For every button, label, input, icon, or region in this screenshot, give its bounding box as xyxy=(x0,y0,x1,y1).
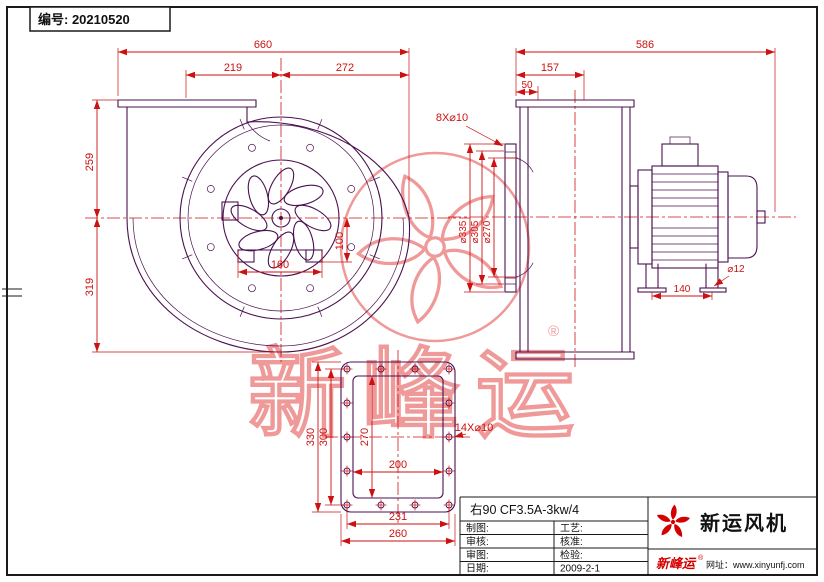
serial-box: 编号: 20210520 xyxy=(29,6,171,32)
field-checked: 审核: xyxy=(466,535,489,548)
dim-270-flange: 270 xyxy=(359,376,376,498)
flange-bolt-note-label: 14X⌀10 xyxy=(455,422,493,434)
hub-circle xyxy=(222,159,340,277)
shaft-center xyxy=(279,216,283,220)
dim-270-flange-label: 270 xyxy=(359,428,371,446)
front-view: 660 219 272 259 319 160 xyxy=(84,39,470,362)
dim-140-label: 140 xyxy=(674,284,691,295)
dim-200-label: 200 xyxy=(389,459,407,471)
dim-8x10: 8X⌀10 xyxy=(436,112,504,147)
serial-label: 编号: 20210520 xyxy=(38,12,130,27)
dim-160-label: 160 xyxy=(271,259,289,271)
dim-319-label: 319 xyxy=(84,278,96,296)
field-inspected: 检验: xyxy=(560,549,583,562)
company-brand: 新峰运 xyxy=(656,556,697,571)
field-reviewed: 审图: xyxy=(466,549,489,562)
side-view: 586 157 50 8X⌀10 ⌀335 ⌀305 xyxy=(436,39,796,368)
dim-d12-label: ⌀12 xyxy=(727,264,745,275)
field-process: 工艺: xyxy=(560,523,583,535)
volute-inner-line xyxy=(132,217,404,347)
rim-ticks xyxy=(182,119,380,317)
model-number: 右90 CF3.5A-3kw/4 xyxy=(470,502,579,517)
hub-key-tab xyxy=(221,201,239,221)
dim-d335-label: ⌀335 xyxy=(458,220,469,243)
sheet-frame xyxy=(2,6,818,576)
dim-d335: ⌀335 xyxy=(458,143,504,293)
dim-319: 319 xyxy=(84,218,281,353)
dim-14x10: 14X⌀10 xyxy=(453,422,493,438)
outlet-flange xyxy=(117,99,257,108)
motor-terminal-cap xyxy=(669,136,691,145)
watermark-brand: 新峰运 xyxy=(248,342,590,450)
dim-d305: ⌀305 xyxy=(470,150,504,285)
dim-50: 50 xyxy=(516,80,539,100)
dim-219: 219 xyxy=(185,62,281,98)
flange-inner xyxy=(352,375,444,499)
bolt-note-label: 8X⌀10 xyxy=(436,112,468,124)
shaft-circle xyxy=(271,208,291,228)
dim-231-label: 231 xyxy=(389,511,407,523)
volute-outline xyxy=(126,106,411,353)
motor-terminal-box xyxy=(661,143,699,167)
field-date-label: 日期: xyxy=(466,563,489,575)
dim-160: 160 xyxy=(237,252,323,278)
watermark-registered: ® xyxy=(548,323,559,340)
dim-330: 330 xyxy=(305,361,341,513)
field-date-value: 2009-2-1 xyxy=(560,564,600,575)
company-registered: ® xyxy=(698,554,704,562)
dim-259: 259 xyxy=(84,99,118,218)
volute-tongue xyxy=(246,121,271,142)
dim-259-label: 259 xyxy=(84,153,96,171)
company-name: 新运风机 xyxy=(700,511,788,535)
dim-260-label: 260 xyxy=(389,528,407,540)
watermark: ® 新峰运 xyxy=(247,141,590,451)
dim-100: 100 xyxy=(322,218,352,263)
motor xyxy=(629,136,766,293)
title-block-grid xyxy=(459,496,817,575)
dim-300: 300 xyxy=(318,368,344,506)
dim-140: 140 xyxy=(651,284,713,300)
company-website: 网址：www.xinyunfj.com xyxy=(706,559,805,570)
dim-660: 660 xyxy=(117,39,410,214)
dim-260: 260 xyxy=(340,514,456,546)
inlet-ring-inner xyxy=(187,124,375,312)
dim-300-label: 300 xyxy=(318,428,330,446)
dim-272-label: 272 xyxy=(336,62,354,74)
dim-d305-label: ⌀305 xyxy=(470,220,481,243)
impeller xyxy=(179,116,383,320)
dim-100-label: 100 xyxy=(334,232,346,250)
dim-157: 157 xyxy=(516,62,585,100)
housing xyxy=(515,99,635,360)
dim-50-label: 50 xyxy=(521,80,533,91)
dim-d270-side-label: ⌀270 xyxy=(482,220,493,243)
watermark-circle xyxy=(339,151,531,343)
flange-view: 330 300 270 200 14X⌀10 231 xyxy=(305,350,493,546)
dim-586: 586 xyxy=(515,39,776,212)
dim-d270-side: ⌀270 xyxy=(482,157,518,278)
title-block: 右90 CF3.5A-3kw/4 制图: 工艺: 审核: 核准: 审图: 检验:… xyxy=(459,496,817,575)
dim-219-label: 219 xyxy=(224,62,242,74)
dim-272: 272 xyxy=(281,62,409,79)
dim-330-label: 330 xyxy=(305,428,317,446)
dim-586-label: 586 xyxy=(636,39,654,51)
dim-d12: ⌀12 xyxy=(713,264,745,287)
motor-fan-cowl xyxy=(727,175,758,259)
dim-660-label: 660 xyxy=(254,39,272,51)
motor-shaft-stub xyxy=(756,210,766,224)
dim-157-label: 157 xyxy=(541,62,559,74)
dim-200: 200 xyxy=(353,459,443,476)
company-logo-icon xyxy=(655,504,691,539)
dim-231: 231 xyxy=(346,509,450,529)
motor-fins xyxy=(651,173,719,261)
bolt-holes-ring xyxy=(206,143,356,293)
field-approved: 核准: xyxy=(560,535,583,548)
inlet-flange xyxy=(504,143,534,293)
impeller-blades xyxy=(230,167,332,269)
field-drawn: 制图: xyxy=(466,522,489,535)
inlet-ring-outer xyxy=(179,116,383,320)
